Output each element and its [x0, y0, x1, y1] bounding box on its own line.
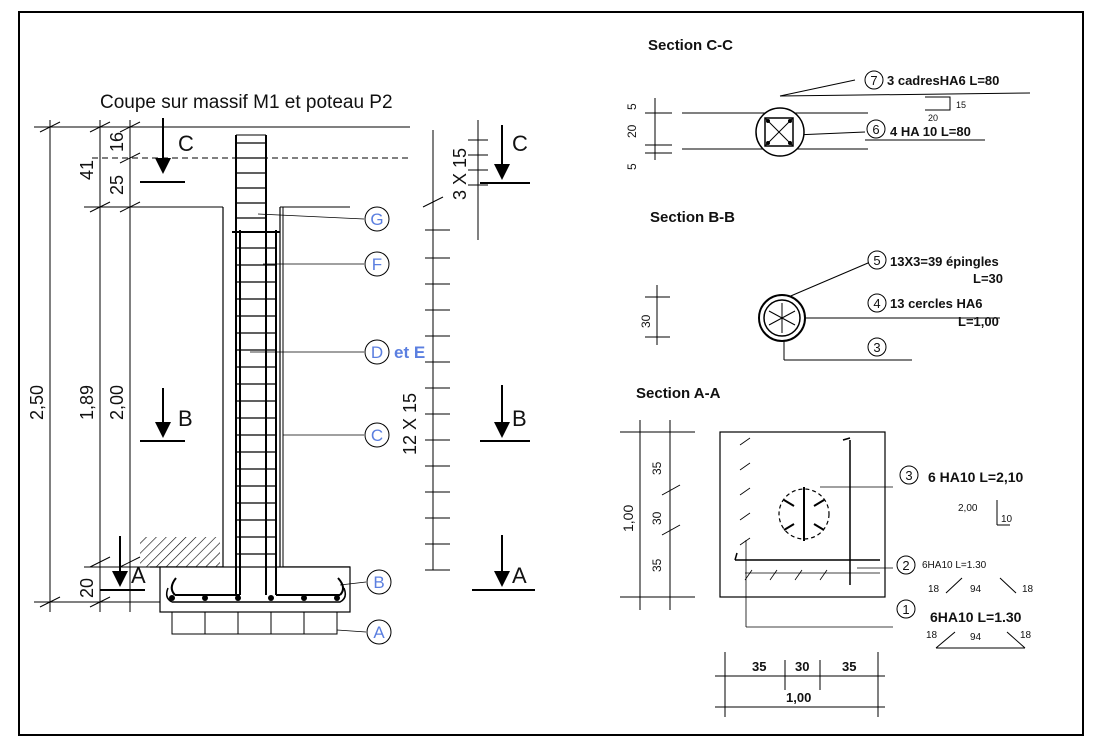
dim-16: 16: [107, 132, 127, 152]
svg-text:2,00: 2,00: [958, 503, 978, 514]
svg-text:18: 18: [1020, 630, 1032, 641]
dim-200: 2,00: [107, 385, 127, 420]
dim-189: 1,89: [77, 385, 97, 420]
svg-text:15: 15: [956, 100, 966, 110]
lean-concrete: [171, 611, 338, 635]
section-mark-c-left: C: [178, 131, 194, 156]
aa-dim-h-total: 1,00: [786, 690, 811, 705]
svg-text:C: C: [371, 426, 383, 445]
drawing-frame: [18, 11, 1084, 736]
svg-text:6HA10 L=1.30: 6HA10 L=1.30: [922, 560, 987, 571]
aa-dim-v-30: 30: [650, 511, 664, 525]
cc-dim-5a: 5: [625, 103, 639, 110]
svg-text:10: 10: [1001, 514, 1013, 525]
svg-text:7: 7: [870, 73, 877, 88]
column-stirrups: [236, 142, 276, 555]
svg-text:L=30: L=30: [973, 271, 1003, 286]
aa-dim-h-35b: 35: [842, 659, 856, 674]
svg-text:2: 2: [902, 558, 909, 573]
aa-dim-v-total: 1,00: [620, 505, 636, 532]
svg-text:A: A: [373, 623, 385, 642]
section-aa-footing: [719, 431, 886, 598]
svg-text:4 HA 10 L=80: 4 HA 10 L=80: [890, 124, 971, 139]
svg-text:6: 6: [872, 122, 879, 137]
label-b: B: [366, 569, 392, 595]
svg-text:18: 18: [1022, 584, 1034, 595]
section-cc-title: Section C-C: [648, 37, 733, 54]
svg-text:5: 5: [873, 253, 880, 268]
bb-item-3: 3: [867, 337, 887, 357]
footing: [159, 566, 351, 613]
label-c: C: [364, 422, 390, 448]
aa-dim-v-35b: 35: [650, 558, 664, 572]
svg-text:18: 18: [926, 630, 938, 641]
section-mark-a-left: A: [131, 563, 146, 588]
aa-dim-h-35a: 35: [752, 659, 766, 674]
label-et-e: et E: [394, 343, 425, 362]
label-d: D: [364, 339, 390, 365]
bb-item-4: 4 13 cercles HA6 L=1,00: [867, 293, 999, 329]
aa-item-3: 3 6 HA10 L=2,10 2,00 10: [899, 465, 1024, 526]
spacing-dimension: [422, 120, 488, 571]
svg-text:L=1,00: L=1,00: [958, 314, 999, 329]
section-aa-title: Section A-A: [636, 385, 721, 402]
label-f: F: [364, 251, 390, 277]
section-bb-column: [758, 294, 806, 342]
section-aa-column: [778, 487, 830, 541]
label-a: A: [366, 619, 392, 645]
dim-20: 20: [77, 578, 97, 598]
main-title: Coupe sur massif M1 et poteau P2: [100, 92, 393, 113]
cc-dim-5b: 5: [625, 163, 639, 170]
svg-text:3: 3: [873, 340, 880, 355]
section-cc-column: [755, 107, 805, 157]
aa-item-2: 2 6HA10 L=1.30 18 94 18: [896, 555, 1034, 595]
section-mark-c-right: C: [512, 131, 528, 156]
bb-item-5: 5 13X3=39 épingles L=30: [867, 250, 1003, 286]
aa-dim-v-35a: 35: [650, 461, 664, 475]
label-g: G: [364, 206, 390, 232]
svg-text:1: 1: [902, 602, 909, 617]
aa-dim-h-30: 30: [795, 659, 809, 674]
svg-text:94: 94: [970, 584, 982, 595]
section-mark-b-right: B: [512, 406, 527, 431]
svg-text:6 HA10 L=2,10: 6 HA10 L=2,10: [928, 469, 1024, 485]
section-mark-b-left: B: [178, 406, 193, 431]
dim-41: 41: [77, 160, 97, 180]
svg-text:F: F: [372, 255, 382, 274]
svg-text:B: B: [373, 573, 384, 592]
svg-text:6HA10 L=1.30: 6HA10 L=1.30: [930, 609, 1022, 625]
column-longitudinal-bars: [235, 135, 277, 595]
svg-text:G: G: [370, 210, 383, 229]
section-bb-title: Section B-B: [650, 209, 735, 226]
cc-item-6: 6 4 HA 10 L=80: [866, 119, 971, 139]
cc-item-7: 7 3 cadresHA6 L=80 15 20: [864, 70, 999, 123]
svg-text:13 cercles HA6: 13 cercles HA6: [890, 296, 983, 311]
aa-item-1: 1 6HA10 L=1.30 18 94 18: [896, 599, 1032, 649]
svg-text:18: 18: [928, 584, 940, 595]
svg-text:D: D: [371, 343, 383, 362]
svg-text:3 cadresHA6 L=80: 3 cadresHA6 L=80: [887, 73, 999, 88]
section-mark-a-right: A: [512, 563, 527, 588]
svg-text:94: 94: [970, 632, 982, 643]
svg-text:13X3=39 épingles: 13X3=39 épingles: [890, 254, 999, 269]
spacing-main: 12 X 15: [400, 393, 420, 455]
spacing-top: 3 X 15: [450, 148, 470, 200]
soil-hatch: [140, 537, 220, 567]
left-dimensions: [34, 120, 160, 612]
svg-text:3: 3: [905, 468, 912, 483]
dim-total: 2,50: [27, 385, 47, 420]
dim-25: 25: [107, 175, 127, 195]
cc-dim-20: 20: [625, 124, 639, 138]
svg-text:4: 4: [873, 296, 880, 311]
bb-dim-30: 30: [639, 314, 653, 328]
footing-bar-dots: [169, 595, 340, 601]
svg-text:20: 20: [928, 113, 938, 123]
